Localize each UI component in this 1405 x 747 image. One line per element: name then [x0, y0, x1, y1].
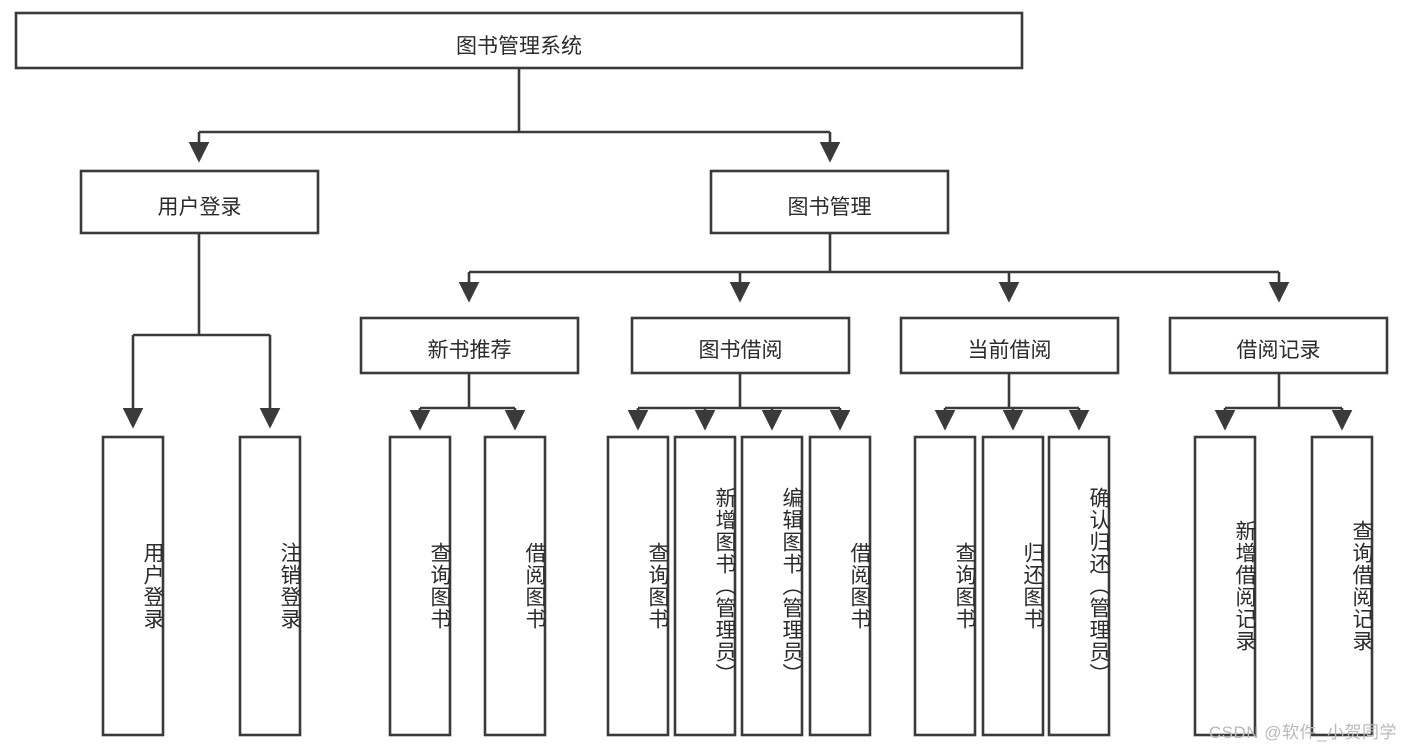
node-new-book-recommend[interactable]	[359, 316, 580, 375]
leaf-box-borrow-3[interactable]	[808, 435, 872, 737]
node-current-borrow[interactable]	[899, 316, 1120, 375]
leaf-box-current-1[interactable]	[981, 435, 1045, 737]
leaf-box-recommend-0[interactable]	[388, 435, 452, 737]
node-borrow-record[interactable]	[1168, 316, 1389, 375]
leaf-box-record-0[interactable]	[1193, 435, 1257, 737]
node-book-borrow[interactable]	[630, 316, 851, 375]
connector-borrow-to-leaves	[627, 373, 851, 431]
node-user-login[interactable]	[79, 169, 320, 235]
csdn-watermark: CSDN @软件_小贺同学	[1208, 723, 1397, 742]
leaf-box-borrow-0[interactable]	[606, 435, 670, 737]
connector-recommend-to-leaves	[409, 373, 526, 431]
leaf-box-recommend-1[interactable]	[483, 435, 547, 737]
connector-bookmgmt-to-level3	[458, 233, 1290, 303]
node-root[interactable]	[14, 11, 1024, 70]
leaf-box-borrow-1[interactable]	[673, 435, 737, 737]
connector-userlogin-to-leaves	[122, 233, 281, 429]
leaf-box-current-2[interactable]	[1047, 435, 1111, 737]
connector-current-to-leaves	[934, 373, 1090, 431]
connector-record-to-leaves	[1214, 373, 1353, 431]
node-book-management[interactable]	[709, 169, 950, 235]
leaf-box-current-0[interactable]	[913, 435, 977, 737]
leaf-box-user-login-0[interactable]	[101, 435, 165, 737]
leaf-box-borrow-2[interactable]	[740, 435, 804, 737]
leaf-box-user-login-1[interactable]	[238, 435, 302, 737]
connector-root-to-level2	[188, 68, 841, 163]
leaf-box-record-1[interactable]	[1310, 435, 1374, 737]
